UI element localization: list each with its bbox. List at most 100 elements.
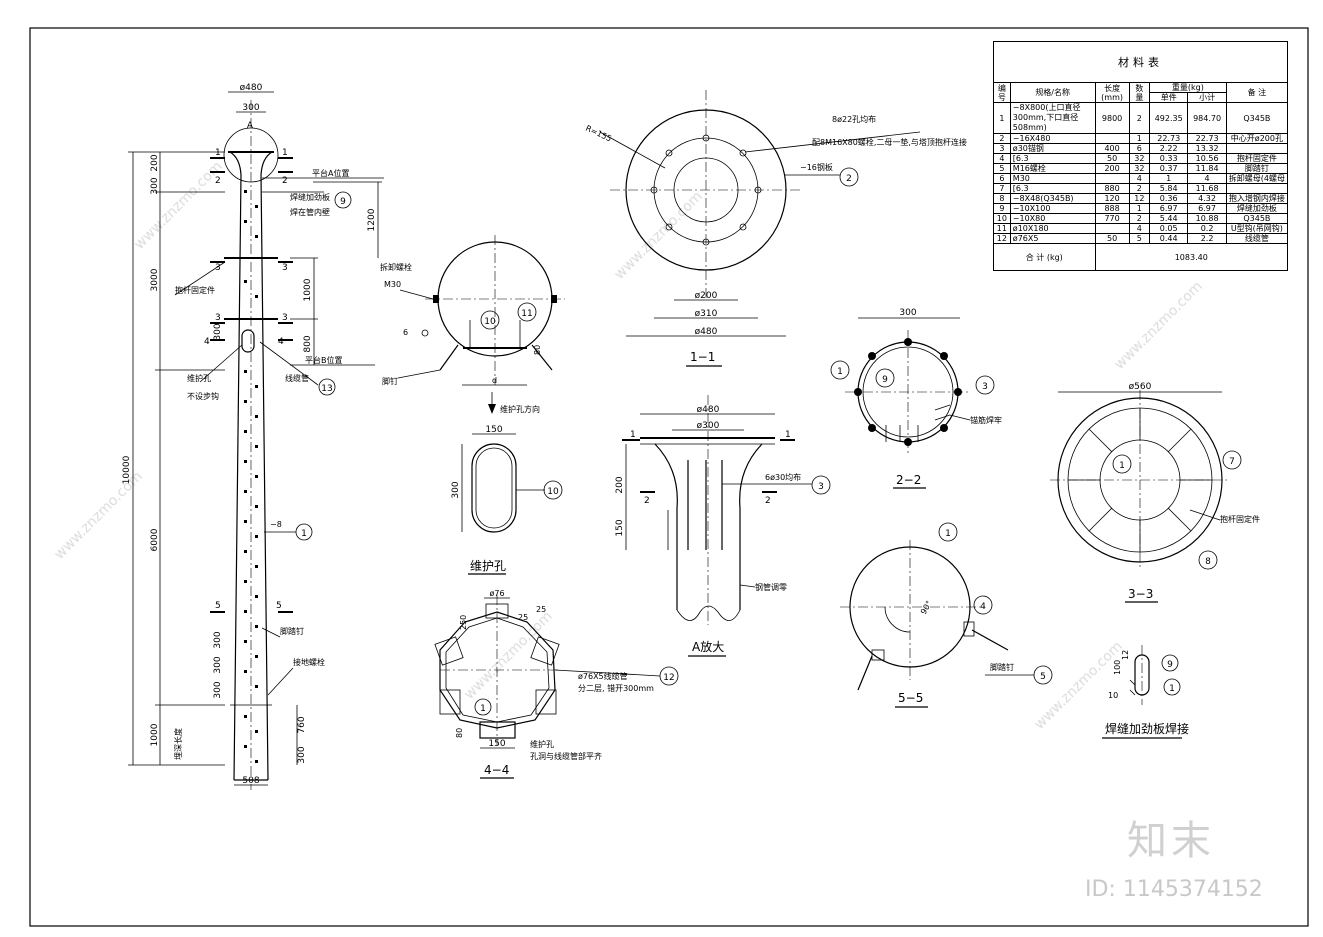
svg-text:25: 25	[518, 613, 528, 622]
table-cell: 焊缝加劲板	[1225, 203, 1289, 214]
svg-text:4: 4	[278, 337, 284, 347]
svg-text:ø200: ø200	[695, 291, 718, 301]
weld-detail: 100 12 10 9 1 焊缝加劲板焊接	[1102, 645, 1189, 739]
brand-logo: 知末	[1127, 818, 1215, 864]
svg-text:10: 10	[547, 487, 559, 497]
header-subtotal: 小计	[1187, 92, 1227, 103]
svg-text:9: 9	[1167, 660, 1173, 670]
label-maint-hole: 维护孔	[187, 373, 211, 383]
svg-text:8: 8	[1205, 557, 1211, 567]
view-2-2: 300 1 9 3 锚筋焊牢 2−2	[830, 308, 1002, 489]
svg-text:25: 25	[536, 605, 546, 614]
callout-8	[1198, 550, 1218, 570]
dim-top-inner: 300	[242, 103, 259, 113]
table-cell: 770	[1094, 213, 1130, 224]
callout-9-22	[875, 368, 895, 388]
table-cell: 拆卸螺母(4螺母	[1225, 173, 1289, 184]
svg-text:150: 150	[485, 425, 502, 435]
table-cell: 1	[1128, 203, 1151, 214]
table-cell: 中心开ø200孔	[1225, 133, 1289, 144]
title-5-5: 5−5	[898, 691, 923, 705]
table-cell: M16螺栓	[1009, 163, 1096, 174]
label-weld-stiffener: 焊缝加劲板	[290, 192, 330, 202]
table-cell: 0.33	[1149, 153, 1189, 164]
label-bracket-33: 抱杆固定件	[1220, 514, 1260, 524]
callout-3a	[811, 475, 831, 495]
table-cell: 0.2	[1187, 223, 1227, 234]
header-remark: 备 注	[1225, 82, 1289, 103]
table-cell: 32	[1128, 153, 1151, 164]
svg-text:5: 5	[215, 601, 221, 611]
title-maint-hole: 维护孔	[470, 559, 506, 573]
table-cell: 4.32	[1187, 193, 1227, 204]
view-4-4: ø76 25 25 250 80 150 ø76X5线缆管 分二层, 错开300…	[434, 589, 679, 779]
svg-text:10: 10	[1108, 691, 1118, 700]
table-cell: −10X80	[1009, 213, 1096, 224]
maint-hole-view: 150 300 10 维护孔	[451, 425, 563, 575]
label-step-55: 脚踏钉	[990, 662, 1014, 672]
title-weld-detail: 焊缝加劲板焊接	[1105, 721, 1189, 736]
svg-text:100: 100	[1113, 660, 1122, 675]
callout-9-weld	[1161, 654, 1179, 672]
svg-text:3: 3	[215, 313, 221, 323]
table-cell: 50	[1094, 233, 1130, 244]
table-cell: 6.97	[1187, 203, 1227, 214]
callout-3-22	[975, 375, 995, 395]
table-cell	[1094, 173, 1130, 184]
table-cell: [6.3	[1009, 153, 1096, 164]
table-cell: Q345B	[1225, 213, 1289, 224]
table-cell: 888	[1094, 203, 1130, 214]
dim-760: 760	[297, 716, 307, 733]
table-cell: 4	[1128, 223, 1151, 234]
svg-text:80: 80	[455, 728, 464, 738]
svg-text:150: 150	[488, 739, 505, 749]
table-cell: 12	[1128, 193, 1151, 204]
table-cell: 13.32	[1187, 143, 1227, 154]
callout-2	[839, 167, 859, 187]
table-cell: 32	[1128, 163, 1151, 174]
watermark-6: www.znzmo.com	[1112, 278, 1206, 372]
view-1-1: R=155 8ø22孔均布 配8M16X80螺栓,二母一垫,与塔顶抱杆连接 −1…	[584, 90, 967, 367]
table-cell: 5	[1128, 233, 1151, 244]
svg-text:10: 10	[484, 317, 496, 327]
svg-text:ø310: ø310	[695, 309, 718, 319]
table-cell: 2.2	[1187, 233, 1227, 244]
label-hole-note2: 孔洞与线缆管部平齐	[530, 751, 602, 761]
label-plate: −16钢板	[800, 162, 833, 172]
svg-text:5: 5	[1040, 672, 1046, 682]
title-a-enlarged: A放大	[692, 639, 724, 654]
dim-top-300: 300	[150, 177, 160, 194]
table-cell	[1094, 133, 1130, 144]
label-pipe: 钢管调零	[755, 582, 787, 592]
table-cell: 11.68	[1187, 183, 1227, 194]
svg-text:200: 200	[615, 476, 625, 493]
dim-1000: 1000	[303, 278, 313, 301]
svg-text:1: 1	[1119, 461, 1125, 471]
title-4-4: 4−4	[484, 763, 509, 777]
label-bolt-size: M30	[384, 280, 401, 289]
svg-text:1: 1	[785, 430, 791, 440]
svg-text:80: 80	[533, 345, 542, 355]
svg-text:2: 2	[644, 496, 650, 506]
table-cell: 6.97	[1149, 203, 1189, 214]
dim-seg-1000: 1000	[150, 723, 160, 746]
table-cell: 5.44	[1149, 213, 1189, 224]
callout-1-33	[1112, 454, 1132, 474]
callout-9	[334, 191, 352, 209]
header-weight: 重量(kg)	[1149, 82, 1227, 93]
table-cell: −8X48(Q345B)	[1009, 193, 1096, 204]
svg-text:6: 6	[403, 328, 408, 337]
table-cell: 脚踏钉	[1225, 163, 1289, 174]
table-cell: 9	[993, 203, 1011, 214]
watermark-4: www.znzmo.com	[462, 608, 556, 702]
table-cell: ø10X180	[1009, 223, 1096, 234]
table-cell: 1	[993, 102, 1011, 134]
svg-text:250: 250	[459, 615, 468, 630]
